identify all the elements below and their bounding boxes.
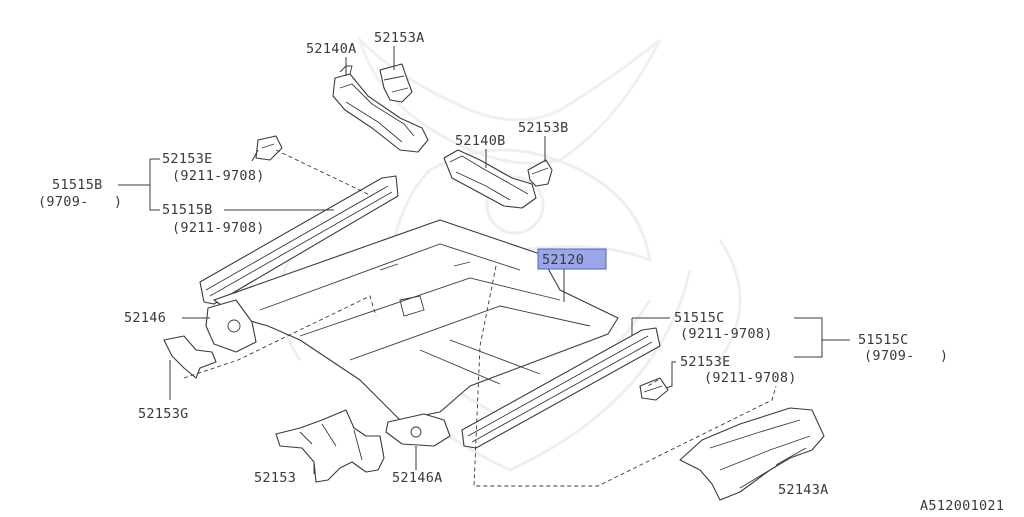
part-52153B[interactable]	[527, 159, 553, 187]
part-52143A[interactable]	[679, 407, 825, 501]
label-52120[interactable]: 52120	[542, 252, 584, 268]
part-52153E-right[interactable]	[639, 377, 669, 401]
label-52146[interactable]: 52146	[124, 310, 166, 326]
label-52153G[interactable]: 52153G	[138, 406, 189, 422]
label-51515C-sub-range: (9211-9708)	[680, 326, 773, 342]
diagram-id: A512001021	[920, 498, 1004, 512]
part-52146[interactable]	[205, 299, 257, 353]
part-52153E-left[interactable]	[255, 135, 283, 161]
label-52143A[interactable]: 52143A	[778, 482, 829, 498]
label-52140A[interactable]: 52140A	[306, 41, 357, 57]
part-51515C[interactable]	[461, 327, 661, 449]
part-51515B[interactable]	[199, 175, 399, 305]
part-52153A[interactable]	[379, 63, 413, 103]
label-51515C[interactable]: 51515C	[858, 332, 909, 348]
label-52153[interactable]: 52153	[254, 470, 296, 486]
part-52146A[interactable]	[385, 413, 451, 447]
label-51515B[interactable]: 51515B	[52, 177, 103, 193]
highlight-52120	[537, 248, 607, 270]
part-52140A[interactable]	[332, 65, 429, 153]
label-51515C-sub[interactable]: 51515C	[674, 310, 725, 326]
label-52153E-left[interactable]: 52153E	[162, 151, 213, 167]
part-52140B[interactable]	[443, 149, 537, 209]
label-52153B[interactable]: 52153B	[518, 120, 569, 136]
label-52153E-right[interactable]: 52153E	[680, 354, 731, 370]
label-52146A[interactable]: 52146A	[392, 470, 443, 486]
assembly-dashed-lines	[183, 149, 777, 487]
label-52153E-right-range: (9211-9708)	[704, 370, 797, 386]
part-52153G[interactable]	[163, 335, 217, 379]
label-52153A[interactable]: 52153A	[374, 30, 425, 46]
leader-lines	[118, 46, 850, 474]
label-51515B-sub[interactable]: 51515B	[162, 202, 213, 218]
label-52153E-left-range: (9211-9708)	[172, 168, 265, 184]
part-52153[interactable]	[275, 409, 385, 483]
part-52120[interactable]	[213, 219, 619, 421]
label-52140B[interactable]: 52140B	[455, 133, 506, 149]
label-51515B-sub-range: (9211-9708)	[172, 220, 265, 236]
label-51515B-range: (9709- )	[38, 194, 122, 210]
label-51515C-range: (9709- )	[864, 348, 948, 364]
